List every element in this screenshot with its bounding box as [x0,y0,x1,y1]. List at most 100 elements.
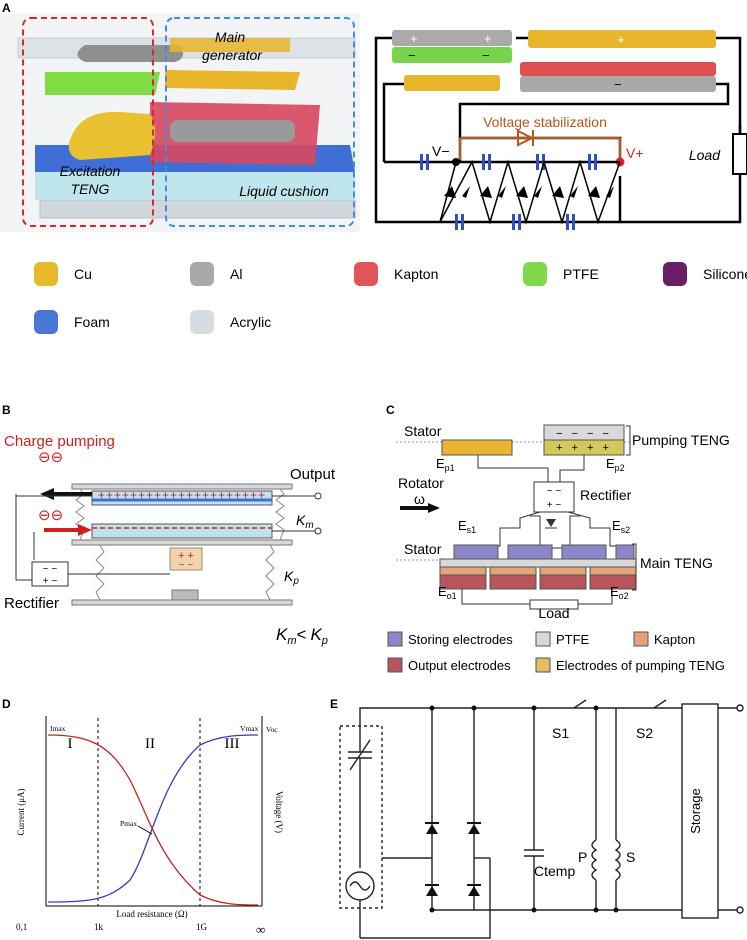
c-main-teng-blocks [439,544,637,590]
e-primary-coil-icon [591,839,598,881]
e-diode-icon [468,886,480,896]
material-swatch-acrylic [190,310,214,334]
c-pump-plus: + + + + [556,442,612,454]
material-label-al: Al [230,266,242,282]
e-diodes [425,705,619,913]
b-spring-right-top [275,488,285,541]
al-bar-plus-1: + [410,31,418,46]
ptfe-layer [45,72,160,95]
b-output-terminal-bottom [314,527,322,535]
panel-c-letter: C [386,403,395,417]
d-vmax-label: Vmax [240,724,259,733]
c-ptfe-minus: − − − − [556,428,612,440]
capacitor-icon [461,214,464,230]
output-label: Output [290,466,336,483]
c-rectifier-symbols-bottom: + − [547,500,562,511]
c-legend-swatch [387,631,403,647]
panel-c-diagram: Stator − − − − + + + + Pumping TENG Ep1 … [387,423,730,673]
b-relation: Km<Kp [276,625,328,647]
d-voc-label: Voc [266,725,278,734]
diode-icon [534,186,542,198]
material-swatch-cu [34,262,58,286]
cap-row-bottom [455,214,575,230]
c-output-electrode [439,574,487,590]
v-plus-label: V+ [626,145,644,161]
e-diode-bar [425,822,439,824]
diode-icon [462,186,470,198]
b-middle-plate [71,539,293,546]
c-load-resistor [529,599,579,610]
diode-icon [516,186,528,198]
main-generator-line2: generator [202,47,263,63]
c-wire-load-left [461,589,530,605]
c-wire-diode [530,515,580,549]
c-kapton-film [439,566,487,576]
cu-bar-top [528,30,716,48]
cu-bar-plus: + [617,32,625,47]
d-region-2: II [145,736,155,752]
c-rectifier-box [533,481,575,513]
b-rectifier-label: Rectifier [4,595,59,612]
c-output-electrode [539,574,587,590]
d-pmax-pointer [137,825,153,835]
ptfe-bar-minus-2: − [482,48,490,63]
al-bar-top [392,30,512,46]
stabilization-diode-icon [517,129,535,147]
e-terminal-bottom [736,906,744,914]
material-label-foam: Foam [74,314,110,330]
b-charge-icon-bottom: ⊖⊖ [38,507,63,524]
c-kapton-film [489,566,537,576]
e-junction [593,907,599,913]
b-top-plate [71,483,293,490]
d-imax-label: Imax [50,724,66,733]
e-source-box [339,725,383,909]
c-stator-bottom-label: Stator [404,541,442,557]
b-rectifier-symbols-top: ~ − [43,564,58,575]
e-storage-box [681,703,719,919]
e-p-label: P [578,849,587,865]
e-junction [471,705,477,711]
e-secondary-coil-icon [614,839,621,881]
al-bar-plus-2: + [484,31,492,46]
al-bar-minus: − [614,77,622,92]
c-wire-load-right [578,589,613,605]
kapton-bar [520,62,716,76]
c-rectifier-label: Rectifier [580,487,632,503]
e-junction [593,705,599,711]
e-switch-s1-icon [573,699,587,709]
materials-legend: CuAlKaptonPTFESiliconeFoamAcrylic [34,262,747,334]
c-legend-label: PTFE [556,632,590,647]
e-diode-icon [468,824,480,834]
b-plus-charges: +++++++++++++++++++++ [98,488,266,502]
e-variable-arrow [349,739,371,771]
c-ep2-label: Ep2 [606,456,625,473]
cu-electrode-upper [165,70,300,90]
capacitor-icon [588,154,591,170]
capacitor-icon [482,154,485,170]
e-junction [531,705,537,711]
capacitor-icon [455,214,458,230]
al-bar-right [520,76,716,92]
excitation-teng-line2: TENG [71,181,110,197]
main-generator-line1: Main [215,29,246,45]
diode-icon [552,186,564,198]
d-xtick-1: 1k [94,922,104,932]
e-terminal-top [736,704,744,712]
panel-a-circuit: + + − − + − Load Vol [374,30,747,230]
e-diode-bar [425,884,439,886]
al-electrode-middle [170,120,295,142]
e-junction [429,705,435,711]
b-rectifier-symbols-bottom: + ~ [43,576,58,587]
b-bottom-plate [71,599,293,606]
capacitor-icon [572,214,575,230]
c-legend-label: Electrodes of pumping TENG [556,658,725,673]
ptfe-bar [392,47,512,63]
c-es2-label: Es2 [612,518,630,535]
b-arrow-right-icon [44,524,92,536]
cu-electrode-top [170,38,290,52]
liquid-cushion-layer [35,168,355,200]
c-kapton-film [539,566,587,576]
e-junction [531,907,537,913]
b-pump-plus: + + [178,550,194,562]
